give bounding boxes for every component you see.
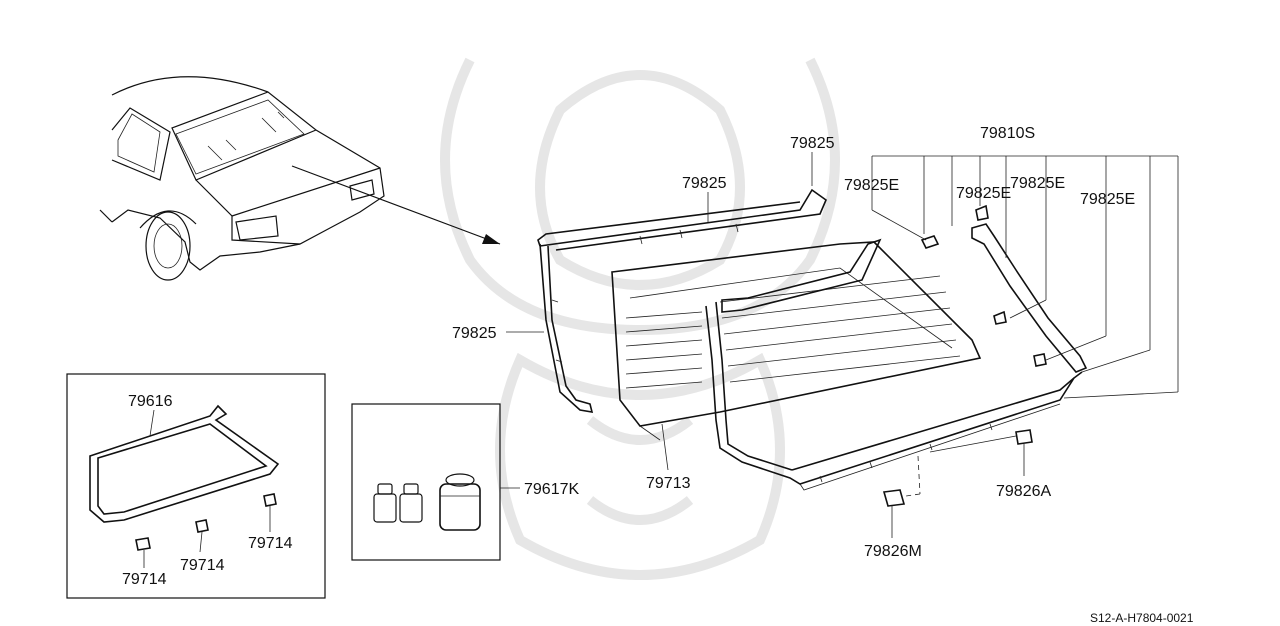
label-clip-a: 79826A [996, 483, 1051, 500]
rear-windshield-glass [611, 241, 982, 441]
label-molding-side: 79825 [452, 325, 497, 342]
side-molding-right [971, 223, 1088, 373]
clip-79826a-part [905, 429, 1033, 497]
label-spacer-3: 79714 [248, 535, 293, 552]
fastener-group-leaders [871, 155, 1179, 399]
diagram-code: S12-A-H7804-0021 [1090, 611, 1194, 625]
adhesive-kit-box [351, 403, 520, 561]
label-adhesive-kit: 79617K [524, 481, 579, 498]
watermark-emblem [440, 57, 840, 580]
label-spacer-1: 79714 [122, 571, 167, 588]
label-fastener-2: 79825E [956, 185, 1011, 202]
side-molding-left [539, 243, 594, 413]
label-spacer-2: 79714 [180, 557, 225, 574]
pointer-arrow [291, 165, 501, 245]
label-fastener-1: 79825E [844, 177, 899, 194]
label-dam-rubber: 79616 [128, 393, 173, 410]
label-fastener-3: 79825E [1010, 175, 1065, 192]
clip-79826m-part [882, 489, 906, 538]
upper-molding-strip [537, 188, 827, 251]
label-fastener-4: 79825E [1080, 191, 1135, 208]
callout-leaders [506, 152, 813, 471]
label-fastener-set: 79810S [980, 125, 1035, 142]
label-molding-top-left: 79825 [682, 175, 727, 192]
dam-rubber-box [66, 373, 326, 599]
part-labels: 79825 79825 79825 79810S 79825E 79825E 7… [122, 125, 1194, 625]
clip-parts [920, 204, 1047, 367]
label-clip-m: 79826M [864, 543, 922, 560]
car-rear-view-illustration [99, 76, 385, 281]
label-molding-top-right: 79825 [790, 135, 835, 152]
label-glass: 79713 [646, 475, 691, 492]
dam-rubber-lower [705, 238, 1083, 491]
